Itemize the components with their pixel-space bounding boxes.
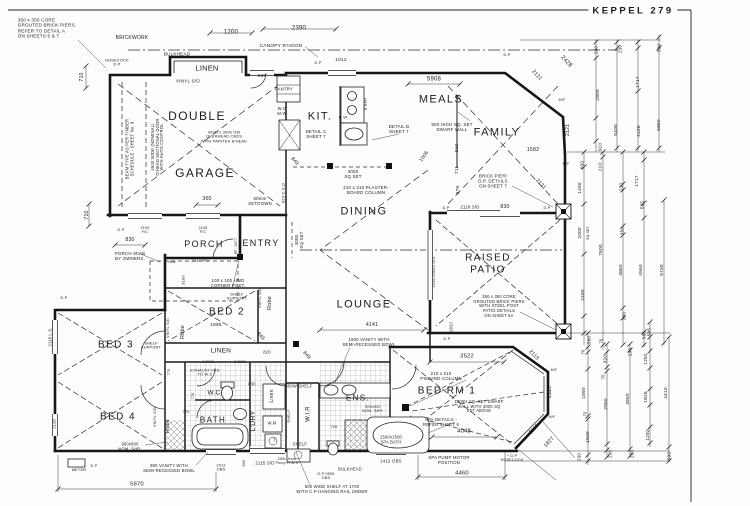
exterior-walls bbox=[53, 55, 568, 453]
door-arcs bbox=[140, 72, 417, 419]
sheet-border bbox=[8, 9, 692, 502]
dimension-lines bbox=[57, 28, 670, 492]
dimension-ticks bbox=[55, 26, 672, 492]
floor-tiles bbox=[166, 363, 389, 450]
leader-lines bbox=[77, 39, 557, 486]
fixtures bbox=[67, 75, 572, 468]
dashed-lines bbox=[57, 49, 618, 449]
interior-walls bbox=[164, 60, 458, 451]
